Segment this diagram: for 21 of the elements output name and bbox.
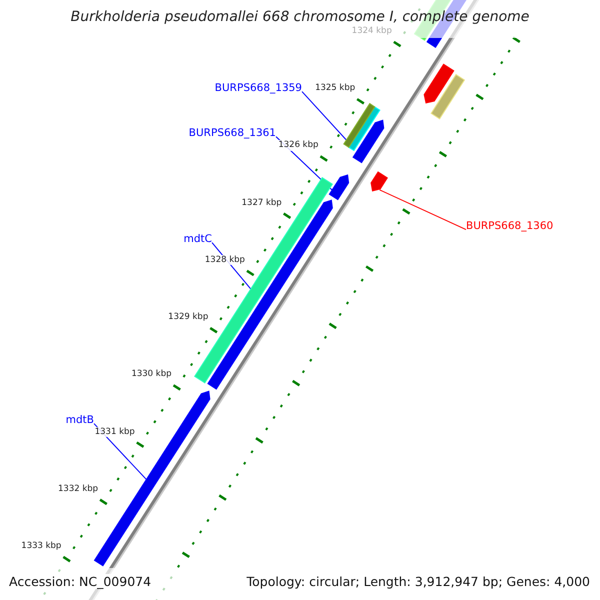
gene-label: BURPS668_1361 [188,127,276,140]
title: Burkholderia pseudomallei 668 chromosome I, complete genome [70,9,530,26]
gene-feature-bar [343,102,376,148]
tick-label: 1329 kbp [168,312,208,322]
gene-feature-bar [370,171,388,192]
tick-label: 1325 kbp [315,83,356,94]
tick-label: 1331 kbp [94,426,135,437]
gene-label: mdtB [66,414,94,427]
gene-feature-bar [328,174,350,200]
tick-label: 1330 kbp [131,369,172,380]
gene-label: BURPS668_1359 [214,82,302,95]
leader-line [379,189,466,230]
tick-label: 1326 kbp [278,140,318,151]
tick-label: 1327 kbp [242,198,282,208]
tick-label: 1328 kbp [204,254,245,265]
tick-label: 1332 kbp [58,484,98,494]
genome-summary-text: Topology: circular; Length: 3,912,947 bp; Genes: 4,000 [246,574,590,589]
gene-label: mdtC [184,233,212,246]
gene-label: BURPS668_1360 [466,220,554,233]
accession-text: Accession: NC_009074 [9,574,152,589]
tick-label: 1333 kbp [21,540,62,552]
